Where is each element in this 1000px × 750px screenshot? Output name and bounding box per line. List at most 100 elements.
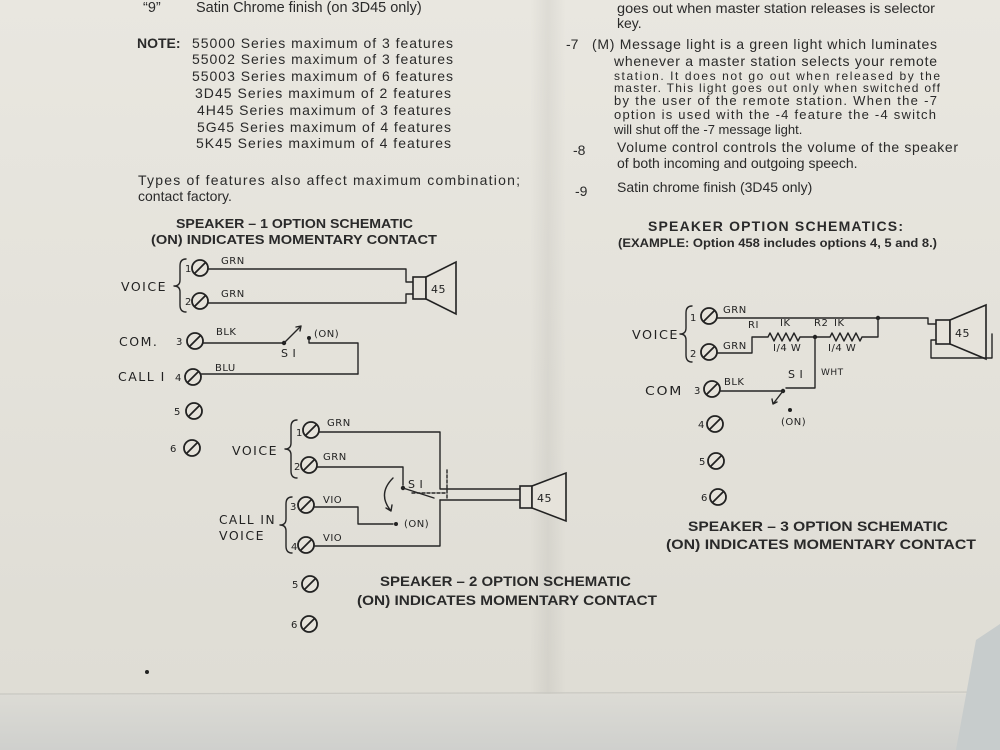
wire-color-label: GRN <box>323 452 347 463</box>
option-8-line: of both incoming and outgoing speech. <box>617 155 858 171</box>
schematic-1-subtitle: (ON) INDICATES MOMENTARY CONTACT <box>151 232 437 247</box>
wire <box>308 339 359 375</box>
terminal-number: 2 <box>690 349 696 360</box>
note-line: 55000 Series maximum of 3 features <box>192 35 453 51</box>
wire <box>207 268 414 283</box>
schematics-example: (EXAMPLE: Option 458 includes options 4,… <box>618 236 937 250</box>
schematic-3: VOICE 1 GRN 2 GRN RI IK I/4 W R2 IK I/4 … <box>632 303 993 552</box>
terminal-number: 2 <box>185 297 191 308</box>
switch-icon <box>281 325 311 346</box>
option-9-code: -9 <box>575 183 588 199</box>
terminal-screw <box>700 343 718 361</box>
terminal-screw <box>302 421 320 439</box>
resistor-value: IK <box>780 318 791 329</box>
wire-color-label: GRN <box>723 305 747 316</box>
item-9-text: Satin Chrome finish (on 3D45 only) <box>196 0 422 16</box>
voice-brace <box>679 305 693 363</box>
types-note-line: Types of features also affect maximum co… <box>138 172 520 188</box>
wire-color-label: VIO <box>323 495 342 506</box>
terminal-screw <box>703 380 721 398</box>
option-7-line: option is used with the -4 feature the -… <box>614 107 936 122</box>
wire <box>716 317 937 325</box>
switch-label: S I <box>281 347 296 360</box>
terminal-screw <box>707 452 725 470</box>
terminal-screw <box>300 456 318 474</box>
terminal-number: 5 <box>292 580 298 591</box>
switch-on-label: (ON) <box>314 329 339 340</box>
note-line: 55002 Series maximum of 3 features <box>192 51 453 67</box>
voice-brace <box>284 419 298 479</box>
terminal-screw <box>297 536 315 554</box>
speaker-label: 45 <box>431 283 446 296</box>
wire-color-label: VIO <box>323 533 342 544</box>
option-7-line: (M) Message light is a green light which… <box>592 36 937 52</box>
terminal-number: 3 <box>176 337 182 348</box>
call-in-brace <box>279 496 293 554</box>
wire-color-label: GRN <box>221 289 245 300</box>
speaker-icon <box>412 260 457 316</box>
note-line: 3D45 Series maximum of 2 features <box>195 85 451 101</box>
terminal-screw <box>185 402 203 420</box>
schematic-1: SPEAKER – 1 OPTION SCHEMATIC (ON) INDICA… <box>118 216 457 457</box>
note-line: 4H45 Series maximum of 3 features <box>197 102 451 118</box>
switch-icon <box>383 469 448 526</box>
terminal-number: 4 <box>698 420 704 431</box>
terminal-screw <box>709 488 727 506</box>
terminal-screw <box>183 439 201 457</box>
terminal-number: 4 <box>291 542 297 553</box>
wire <box>785 336 816 389</box>
note-label: NOTE: <box>137 35 181 51</box>
wire-color-label: GRN <box>723 341 747 352</box>
terminal-number: 4 <box>175 373 181 384</box>
resistor-value: IK <box>834 318 845 329</box>
terminal-screw <box>191 259 209 277</box>
note-line: 55003 Series maximum of 6 features <box>192 68 453 84</box>
wire-color-label: BLK <box>724 377 745 388</box>
terminal-number: 5 <box>699 457 705 468</box>
call-in-label: CALL IN <box>219 512 276 527</box>
voice-brace <box>173 258 187 313</box>
wire-color-label: GRN <box>221 256 245 267</box>
terminal-number: 6 <box>291 620 297 631</box>
wire <box>313 499 441 547</box>
wire <box>316 466 404 486</box>
resistor-rating: I/4 W <box>773 343 801 354</box>
terminal-screw <box>297 496 315 514</box>
option-7-line: station. It does not go out when release… <box>614 69 940 83</box>
wire <box>207 293 414 304</box>
ink-speck <box>145 670 149 674</box>
terminal-number: 1 <box>690 313 696 324</box>
option-7-line: by the user of the remote station. When … <box>614 93 937 108</box>
schematic-2: VOICE 1 GRN 2 GRN S I (ON) 45 CALL IN VO… <box>219 418 657 633</box>
terminal-number: 3 <box>290 502 296 513</box>
right-column: goes out when master station releases is… <box>566 0 958 250</box>
switch-label: S I <box>408 478 423 491</box>
option-7-line: will shut off the -7 message light. <box>613 122 802 137</box>
resistor-name: RI <box>748 320 759 331</box>
schematic-2-subtitle: (ON) INDICATES MOMENTARY CONTACT <box>357 592 657 608</box>
types-note-line: contact factory. <box>138 188 232 204</box>
continued-line: key. <box>617 15 642 31</box>
terminal-number: 1 <box>296 428 302 439</box>
terminal-number: 2 <box>294 462 300 473</box>
speaker-icon <box>519 471 567 523</box>
terminal-number: 6 <box>701 493 707 504</box>
terminal-screw <box>184 368 202 386</box>
terminal-number: 5 <box>174 407 180 418</box>
note-line: 5K45 Series maximum of 4 features <box>196 135 451 151</box>
terminal-screw <box>301 575 319 593</box>
schematic-1-title: SPEAKER – 1 OPTION SCHEMATIC <box>176 216 414 231</box>
speaker-label: 45 <box>955 327 970 340</box>
terminal-number: 1 <box>185 264 191 275</box>
voice-label: VOICE <box>232 443 278 458</box>
call-in-label: VOICE <box>219 528 265 543</box>
call-label: CALL I <box>118 369 166 384</box>
wire <box>318 431 521 490</box>
terminal-screw <box>706 415 724 433</box>
option-8-line: Volume control controls the volume of th… <box>617 139 958 155</box>
option-7-code: -7 <box>566 36 579 52</box>
resistor-rating: I/4 W <box>828 343 856 354</box>
wire <box>930 333 993 359</box>
